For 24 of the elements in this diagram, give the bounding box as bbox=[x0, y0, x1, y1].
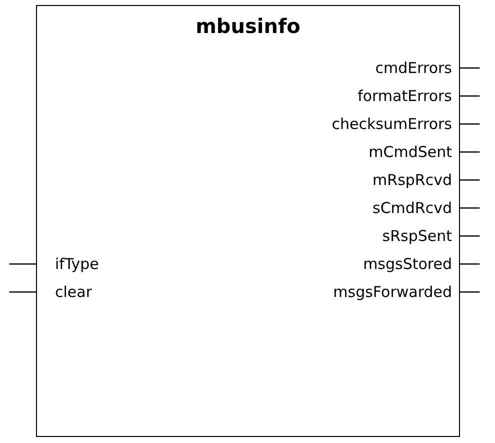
output-pin-label: formatErrors bbox=[358, 82, 459, 110]
pin-line bbox=[460, 123, 480, 125]
pin-line bbox=[460, 179, 480, 181]
output-pin-label: cmdErrors bbox=[375, 54, 459, 82]
output-pin-label: mRspRcvd bbox=[372, 166, 459, 194]
output-pin-label: mCmdSent bbox=[368, 138, 459, 166]
output-pin-label: sRspSent bbox=[382, 222, 459, 250]
pin-line bbox=[460, 207, 480, 209]
output-pin-label: msgsStored bbox=[363, 250, 459, 278]
input-pin-label: clear bbox=[37, 278, 92, 306]
pin-line bbox=[9, 291, 36, 293]
function-block bbox=[36, 5, 460, 437]
pin-line bbox=[9, 263, 36, 265]
pin-line bbox=[460, 151, 480, 153]
pin-line bbox=[460, 95, 480, 97]
block-title: mbusinfo bbox=[196, 14, 300, 38]
output-pin-label: msgsForwarded bbox=[333, 278, 459, 306]
pin-line bbox=[460, 235, 480, 237]
pin-line bbox=[460, 67, 480, 69]
input-pin-label: ifType bbox=[37, 250, 99, 278]
pin-line bbox=[460, 263, 480, 265]
output-pin-label: checksumErrors bbox=[332, 110, 459, 138]
pin-line bbox=[460, 291, 480, 293]
output-pin-label: sCmdRcvd bbox=[372, 194, 459, 222]
